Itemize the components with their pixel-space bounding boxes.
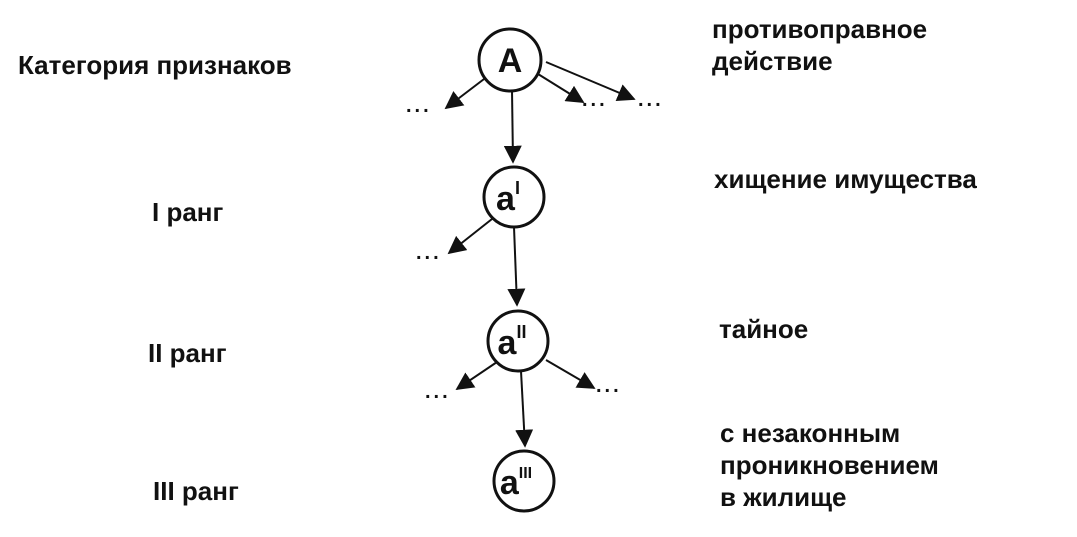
rank2-label: II ранг xyxy=(148,338,227,368)
node-rank3-letter: a xyxy=(500,464,520,502)
category-label: Категория признаков xyxy=(18,50,292,80)
rank3-description-line2: проникновением xyxy=(720,450,939,480)
node-rank1-letter: a xyxy=(496,180,516,218)
ellipsis-root-left: ... xyxy=(406,95,432,117)
node-root: A xyxy=(477,27,543,93)
ellipsis-rank1-left: ... xyxy=(416,242,442,264)
ellipsis-rank2-left: ... xyxy=(425,381,451,403)
rank3-description-line1: с незаконным xyxy=(720,418,901,448)
rank3-description-line3: в жилище xyxy=(720,482,847,512)
rank3-label: III ранг xyxy=(153,476,239,506)
node-root-letter: A xyxy=(498,42,523,80)
category-description-line1: противоправное xyxy=(712,14,928,44)
ellipsis-rank2-right: ... xyxy=(596,375,622,397)
rank1-label: I ранг xyxy=(152,197,224,227)
edge-rank2-to-right-ellipsis xyxy=(545,359,596,389)
edge-rank2-to-rank3 xyxy=(515,370,534,448)
node-rank1: aI xyxy=(482,165,546,229)
edge-rank1-to-rank2 xyxy=(507,226,526,307)
edge-root-to-right-ellipsis-b xyxy=(545,61,636,102)
edge-root-to-left-ellipsis xyxy=(444,75,489,110)
edge-rank1-to-left-ellipsis xyxy=(447,218,493,255)
rank2-description: тайное xyxy=(719,314,809,344)
svg-text:aI: aI xyxy=(496,178,520,218)
edge-root-to-right-ellipsis-a xyxy=(537,73,585,103)
node-rank1-superscript: I xyxy=(515,178,520,198)
ellipsis-root-right-b: ... xyxy=(638,89,664,111)
node-rank3-superscript: III xyxy=(519,465,532,482)
edges xyxy=(444,61,636,448)
category-description-line2: действие xyxy=(712,46,833,76)
ellipsis-root-right-a: ... xyxy=(582,89,608,111)
svg-text:aII: aII xyxy=(498,322,527,362)
node-rank2-letter: a xyxy=(498,324,518,362)
svg-text:aIII: aIII xyxy=(500,464,532,502)
rank1-description: хищение имущества xyxy=(714,164,977,194)
node-rank2: aII xyxy=(486,309,550,373)
node-rank2-superscript: II xyxy=(516,322,526,342)
edge-root-to-rank1 xyxy=(503,89,522,164)
node-rank3: aIII xyxy=(492,449,556,513)
edge-rank2-to-left-ellipsis xyxy=(455,361,498,391)
